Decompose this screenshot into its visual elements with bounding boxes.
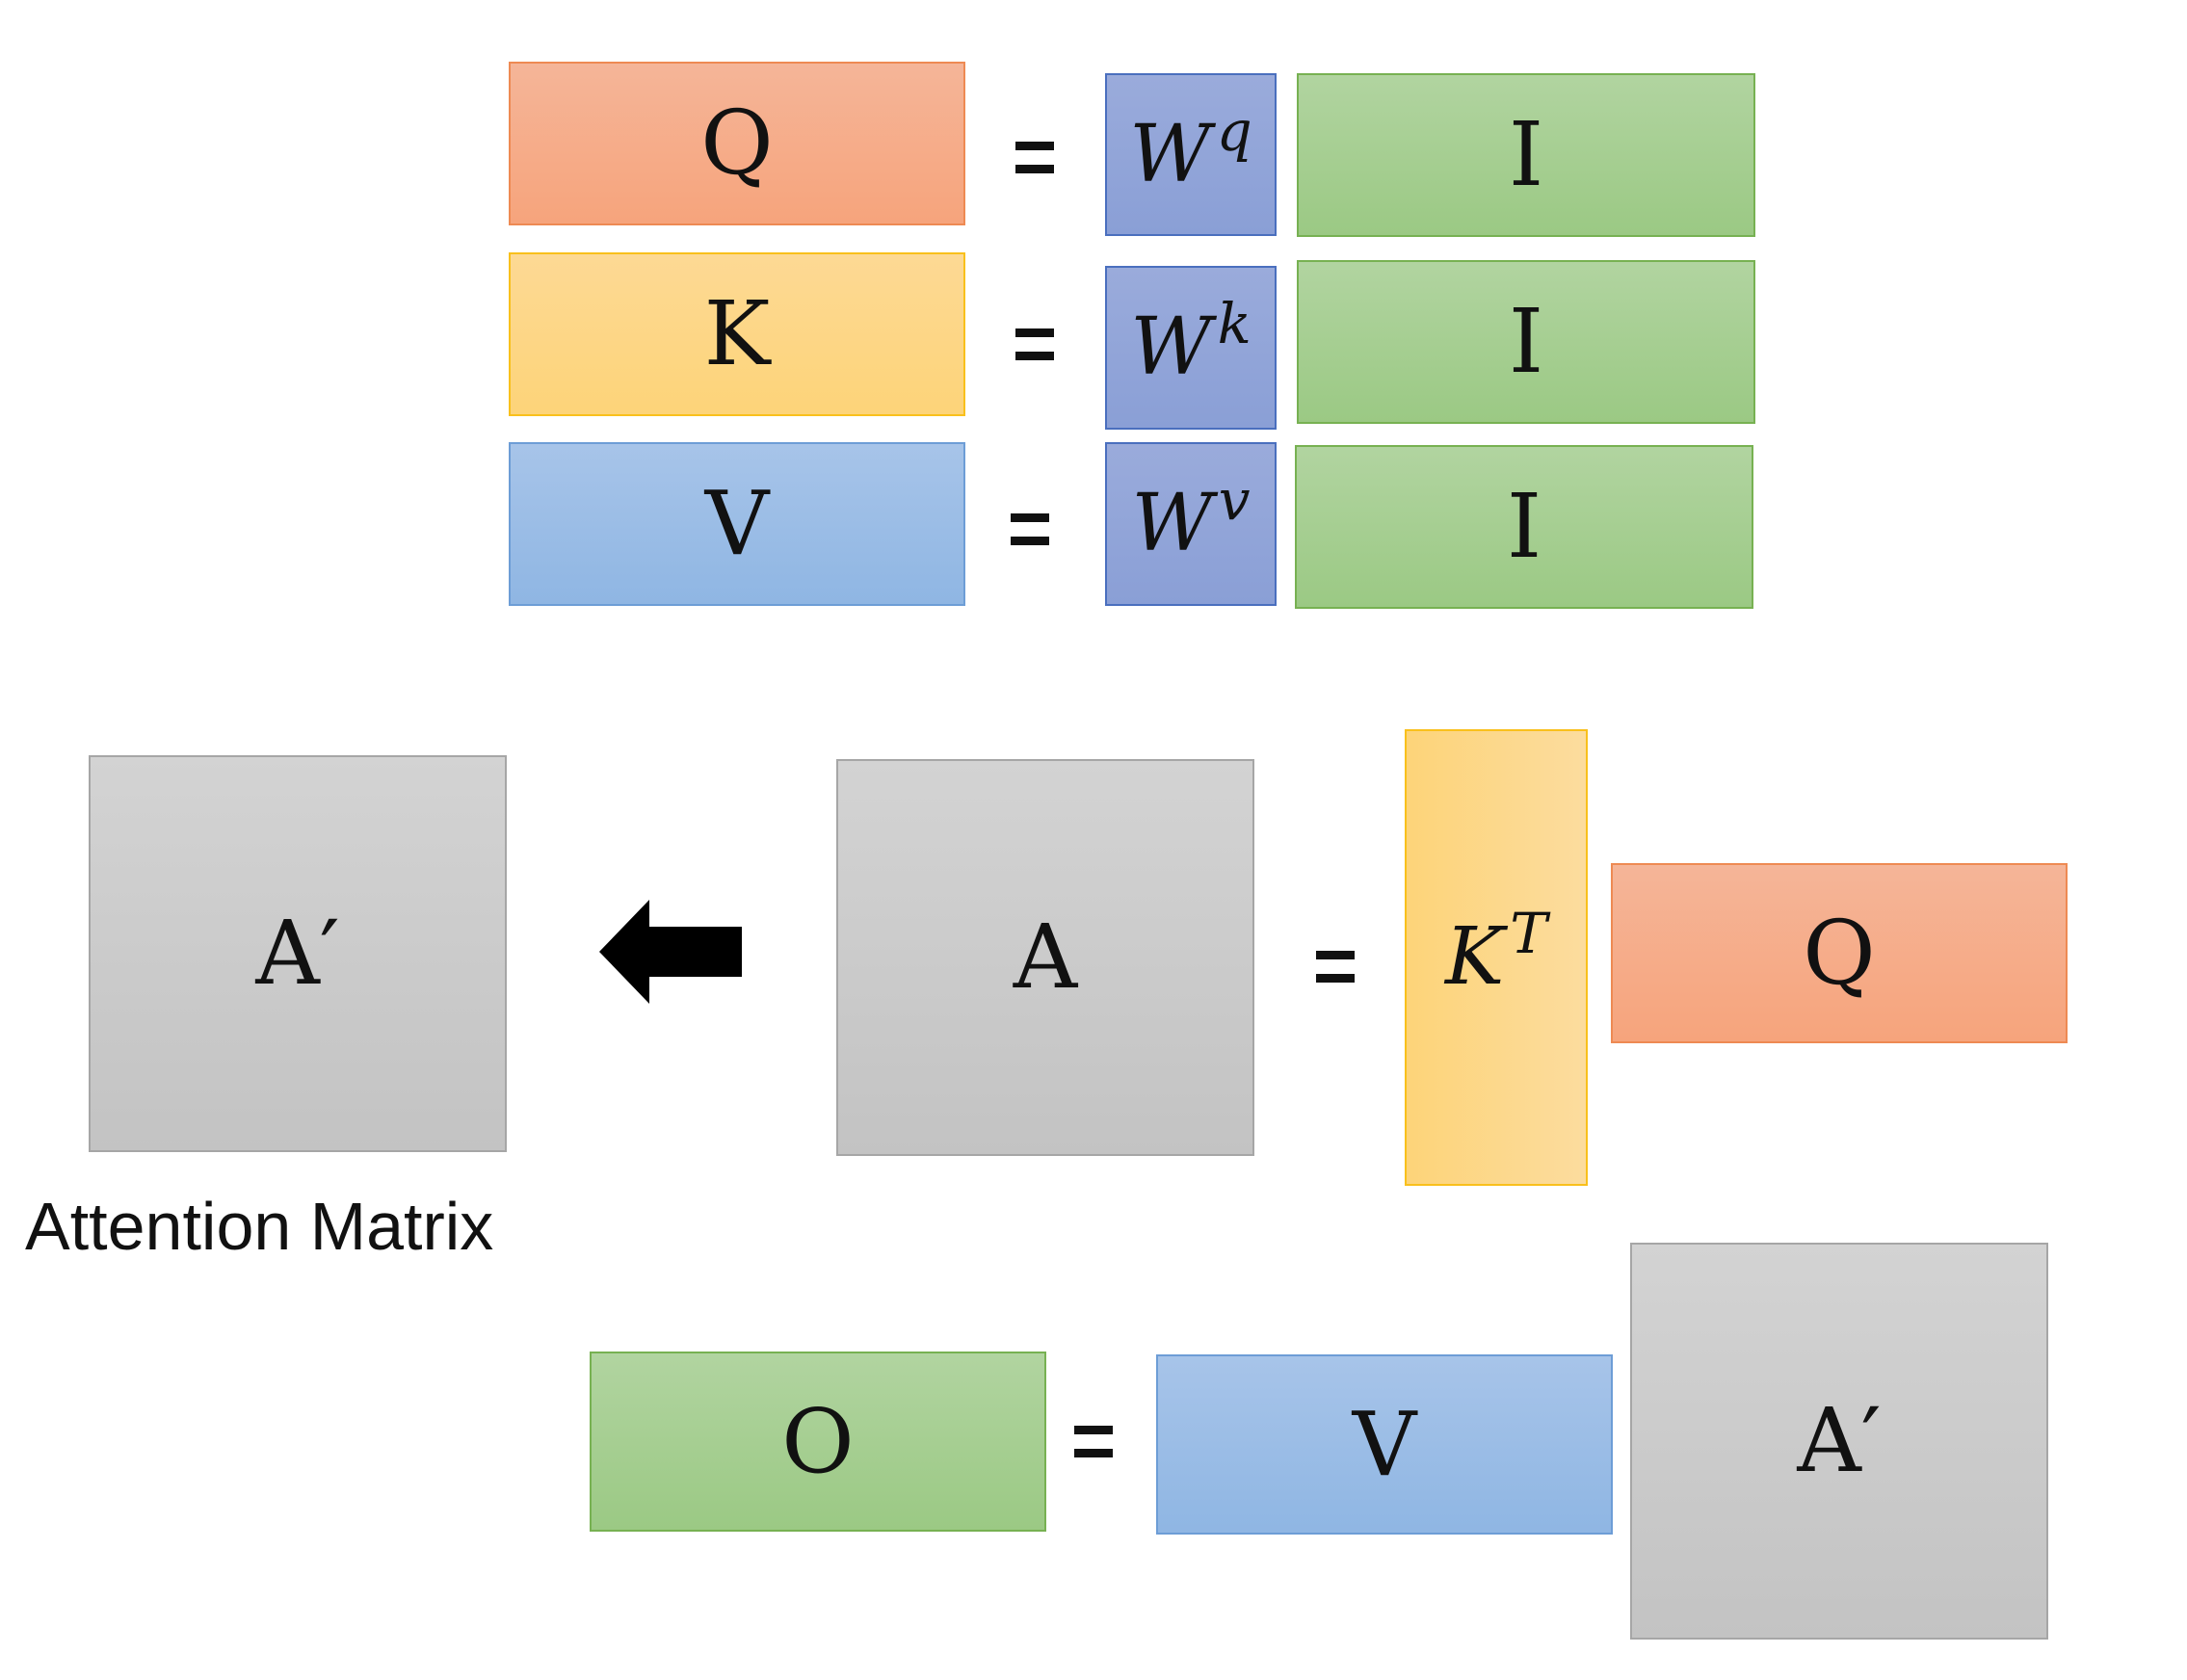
output-label: O — [781, 1389, 855, 1493]
equals-sign-attention — [1316, 951, 1355, 983]
attention-matrix-a: A — [836, 759, 1254, 1156]
attention-label-a: A — [1013, 906, 1078, 1009]
output-matrix-o: O — [590, 1352, 1046, 1532]
equals-sign-q — [1015, 142, 1054, 173]
key-matrix-k: K — [509, 252, 965, 416]
value-matrix-output: V — [1156, 1354, 1613, 1535]
equals-sign-v — [1011, 513, 1049, 545]
attention-matrix-caption: Attention Matrix — [25, 1189, 494, 1264]
value-label: V — [704, 472, 770, 575]
input-matrix-i-k: I — [1297, 260, 1755, 424]
query-label: Q — [700, 92, 774, 195]
query-matrix-q: Q — [509, 62, 965, 225]
normalized-attention-matrix: A′ — [89, 755, 507, 1152]
value-matrix-v: V — [509, 442, 965, 606]
input-label-q: I — [1508, 103, 1544, 206]
input-label-k: I — [1508, 290, 1544, 393]
normalized-attention-label-output: A′ — [1797, 1389, 1882, 1492]
input-matrix-i-q: I — [1297, 73, 1755, 237]
query-matrix-attention: Q — [1611, 863, 2068, 1043]
value-label-output: V — [1352, 1392, 1417, 1496]
normalized-attention-matrix-output: A′ — [1630, 1243, 2048, 1640]
query-label-attention: Q — [1803, 901, 1876, 1005]
input-label-v: I — [1506, 475, 1542, 578]
input-matrix-i-v: I — [1295, 445, 1753, 609]
left-arrow-icon — [599, 900, 742, 1004]
equals-sign-k — [1015, 328, 1054, 360]
equals-sign-output — [1074, 1426, 1113, 1457]
key-label: K — [703, 282, 771, 385]
normalized-attention-label: A′ — [255, 902, 340, 1005]
